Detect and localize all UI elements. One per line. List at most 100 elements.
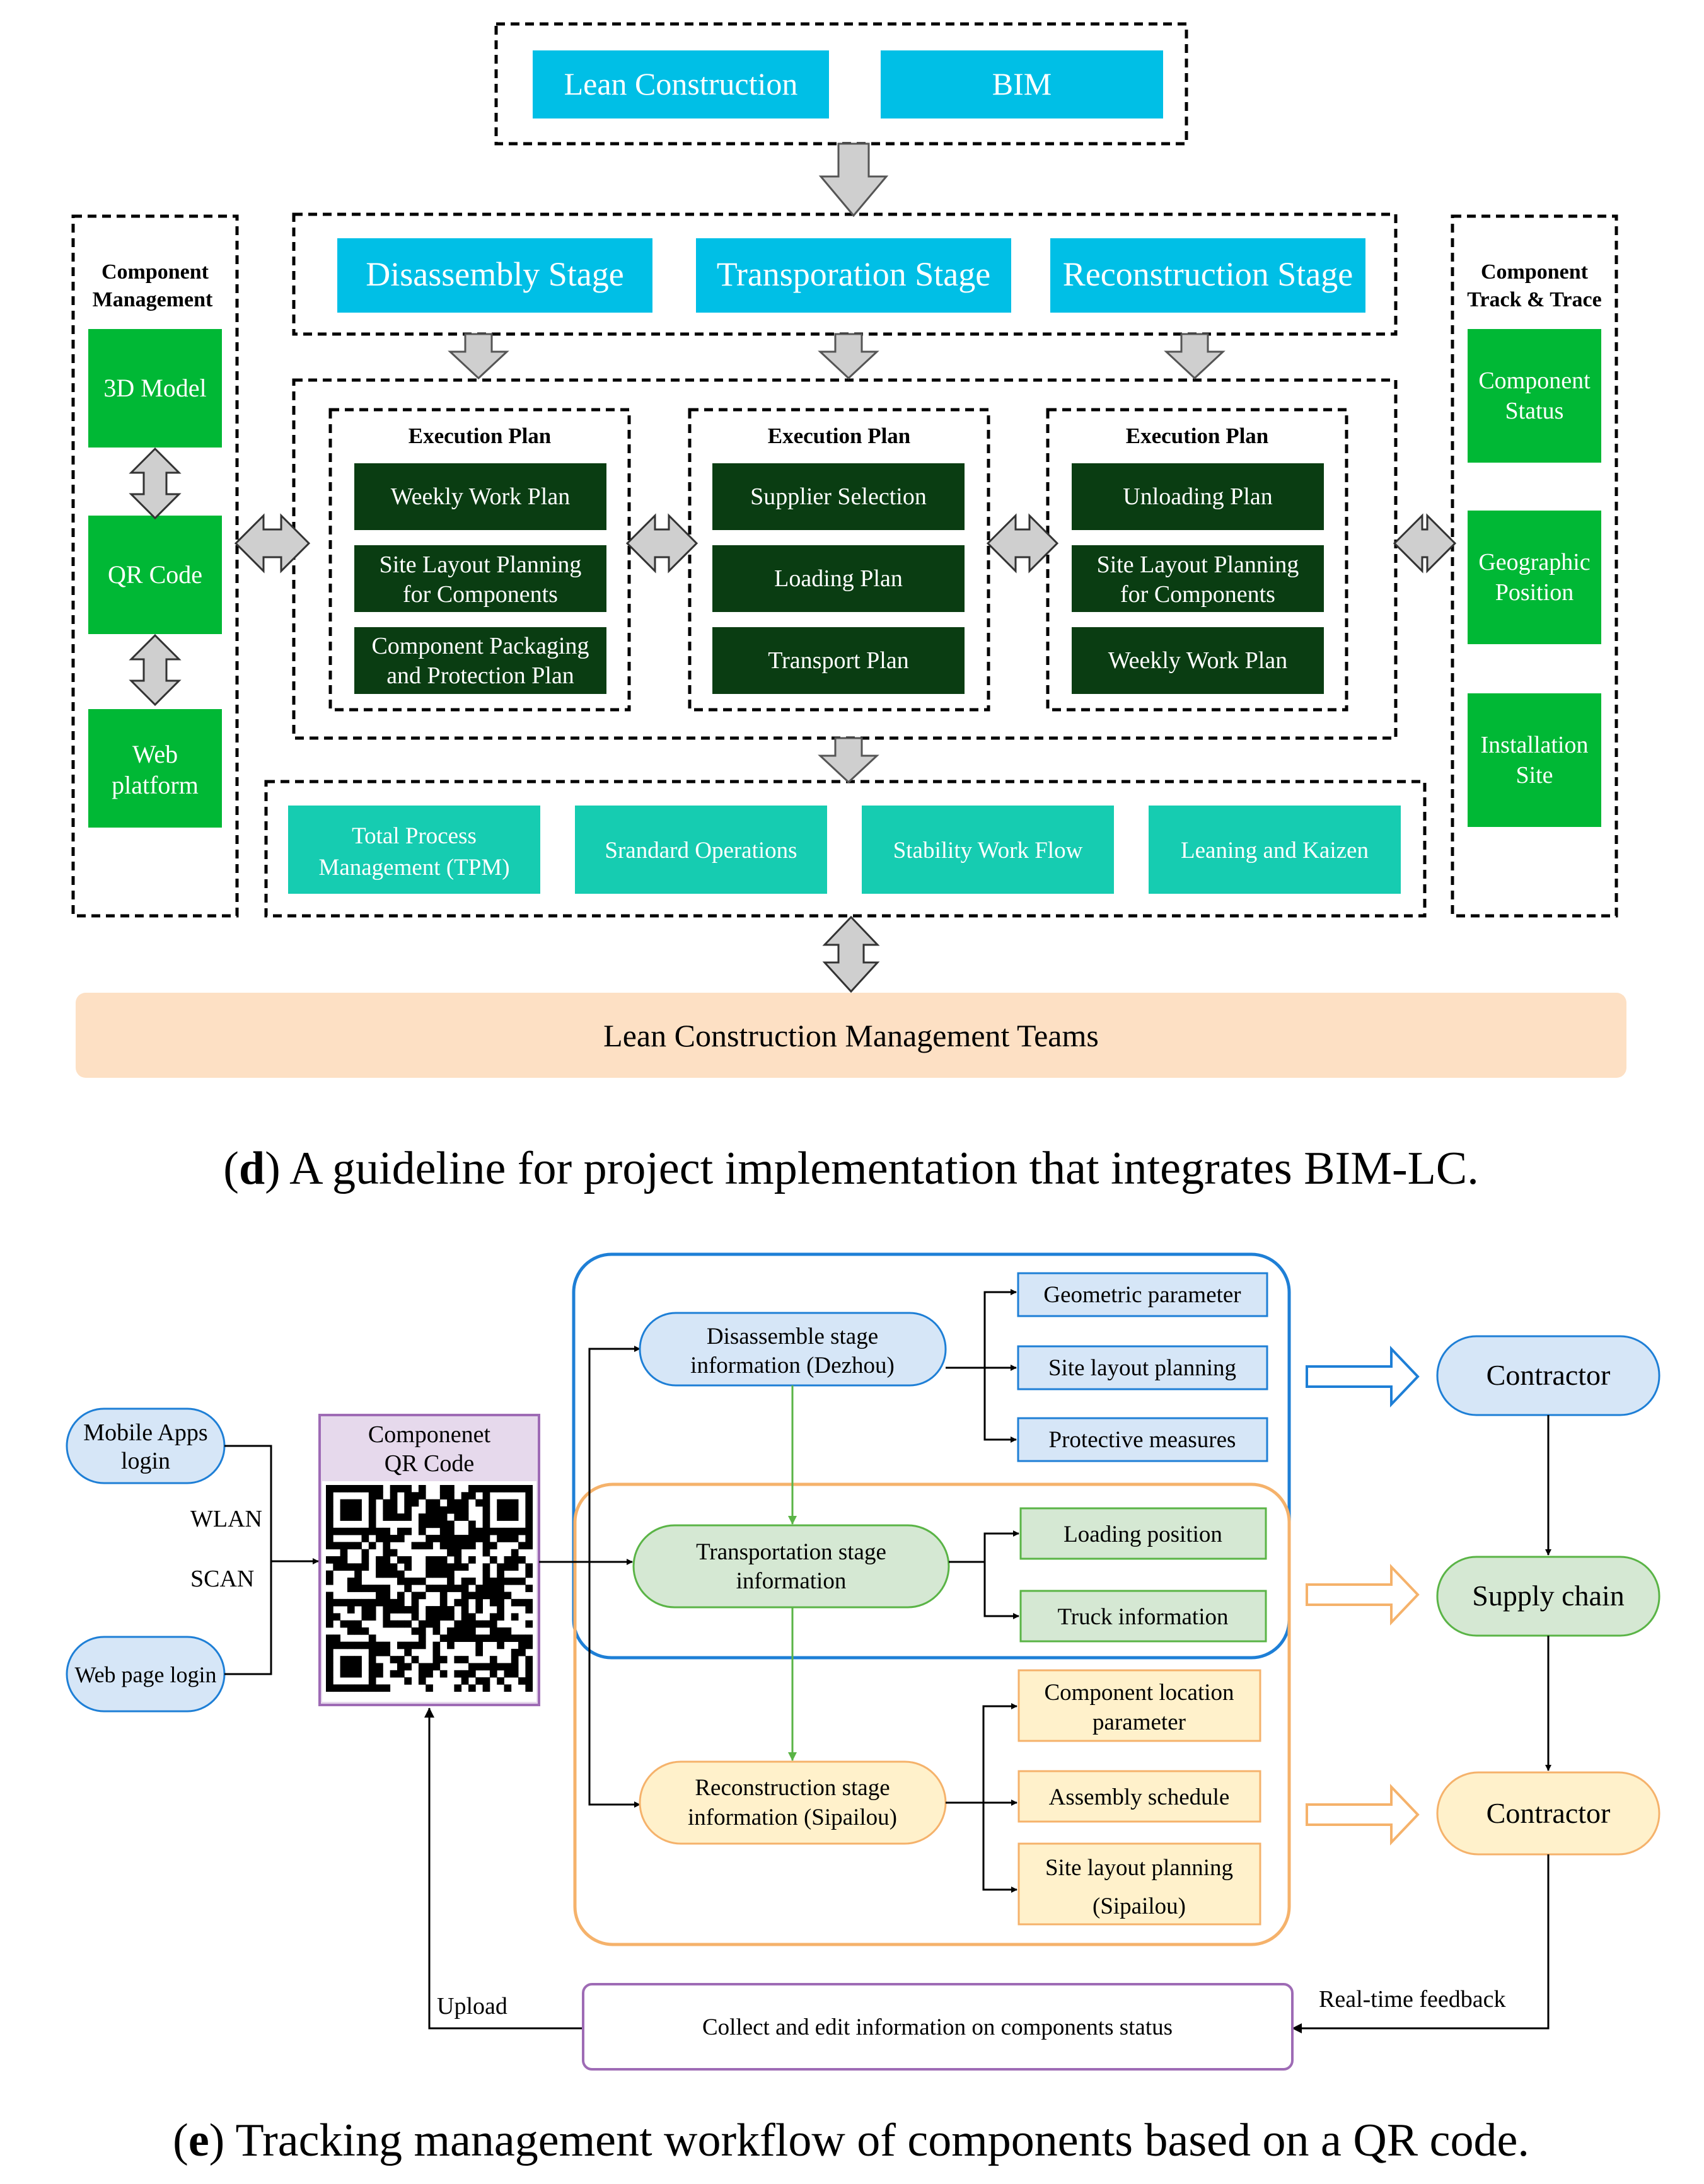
qr-module [454, 1535, 462, 1542]
protective-measures-label: Protective measures [1049, 1427, 1236, 1453]
component-location-box [1017, 1669, 1261, 1742]
site-layout-planning-box [1017, 1345, 1268, 1390]
qr-module [340, 1549, 348, 1557]
qr-module [347, 1598, 355, 1607]
qr-module [447, 1585, 455, 1592]
qr-module [504, 1527, 512, 1535]
qr-module [454, 1549, 462, 1557]
bim-label: BIM [992, 66, 1052, 101]
qr-module [326, 1677, 333, 1685]
qr-module [361, 1556, 369, 1564]
upload-arrow [424, 1707, 583, 2030]
trans-stage-label-2: information [736, 1568, 847, 1594]
qr-module [482, 1570, 490, 1578]
qr-module [326, 1556, 333, 1564]
stability-work-flow-box [862, 806, 1114, 894]
qr-module [447, 1577, 455, 1585]
qr-module [504, 1663, 512, 1671]
qr-module [447, 1627, 455, 1635]
qr-module [525, 1670, 533, 1678]
rec-stage-label-1: Reconstruction stage [695, 1775, 890, 1801]
qr-module [418, 1492, 426, 1499]
qr-module [368, 1520, 376, 1528]
qr-module [390, 1535, 398, 1542]
plan-2-item-1 [712, 463, 965, 530]
double-arrow-left-plans [234, 513, 311, 574]
plan-2-item-3-label: Transport Plan [768, 647, 908, 674]
qr-module [347, 1663, 355, 1671]
qr-module [482, 1506, 490, 1514]
qr-module [468, 1684, 476, 1692]
qr-module [432, 1656, 441, 1663]
qr-module [468, 1542, 476, 1550]
qr-module [326, 1606, 333, 1614]
qr-module [411, 1577, 419, 1585]
web-platform-label-1: Web [132, 740, 178, 768]
qr-module [383, 1606, 391, 1614]
qr-module [447, 1492, 455, 1499]
qr-module [368, 1606, 376, 1614]
qr-module [447, 1613, 455, 1621]
qr-module [475, 1648, 483, 1656]
qr-module [347, 1513, 355, 1521]
qr-module [376, 1648, 383, 1656]
web-platform-box [88, 709, 222, 828]
qr-module [511, 1535, 519, 1542]
qr-module [439, 1656, 448, 1663]
qr-module [447, 1535, 455, 1542]
plan-3-item-1 [1072, 463, 1324, 530]
qr-module [475, 1634, 483, 1642]
qr-module [404, 1620, 412, 1628]
qr-module [447, 1549, 455, 1557]
qr-module [340, 1641, 348, 1650]
qr-module [432, 1520, 441, 1528]
qr-module [468, 1556, 476, 1564]
qr-module [376, 1563, 383, 1571]
qr-module [376, 1663, 383, 1671]
qr-module [497, 1613, 504, 1621]
qr-code-box [88, 516, 222, 634]
lean-construction-box [533, 50, 829, 118]
qr-module [397, 1527, 405, 1535]
qr-module [326, 1499, 333, 1507]
qr-module [340, 1499, 348, 1507]
qr-module [497, 1677, 504, 1685]
qr-module [390, 1670, 398, 1678]
qr-module [411, 1613, 419, 1621]
qr-module [489, 1670, 497, 1678]
qr-module [482, 1492, 490, 1499]
qr-module [418, 1485, 426, 1493]
qr-module [326, 1485, 333, 1493]
qr-module [432, 1506, 441, 1514]
qr-module [354, 1663, 362, 1671]
qr-module [426, 1613, 433, 1621]
dis-stage-label-2: information (Dezhou) [690, 1353, 895, 1378]
qr-module [482, 1620, 490, 1628]
qr-module [326, 1641, 333, 1650]
panel-e: Mobile Apps login Web page login WLAN SC… [66, 1252, 1661, 2166]
qr-module [439, 1598, 448, 1607]
qr-module [376, 1535, 383, 1542]
qr-module [468, 1613, 476, 1621]
qr-module [482, 1634, 490, 1642]
qr-module [390, 1570, 398, 1578]
qr-module [447, 1506, 455, 1514]
qr-module [482, 1527, 490, 1535]
qr-module [333, 1556, 340, 1564]
qr-module [376, 1641, 383, 1650]
qr-module [518, 1641, 526, 1650]
qr-module [511, 1556, 519, 1564]
qr-module [383, 1499, 391, 1507]
qr-module [404, 1499, 412, 1507]
qr-module [497, 1535, 504, 1542]
execution-plan-2-title: Execution Plan [768, 424, 911, 448]
qr-module [518, 1648, 526, 1656]
lean-construction-label: Lean Construction [564, 66, 798, 101]
qr-module [461, 1492, 469, 1499]
qr-module [418, 1641, 426, 1650]
plan-1-item-1 [354, 463, 606, 530]
qr-module [418, 1670, 426, 1678]
qr-module [383, 1641, 391, 1650]
caption-d-text: ) A guideline for project implementation… [265, 1143, 1479, 1194]
qr-module [404, 1563, 412, 1571]
